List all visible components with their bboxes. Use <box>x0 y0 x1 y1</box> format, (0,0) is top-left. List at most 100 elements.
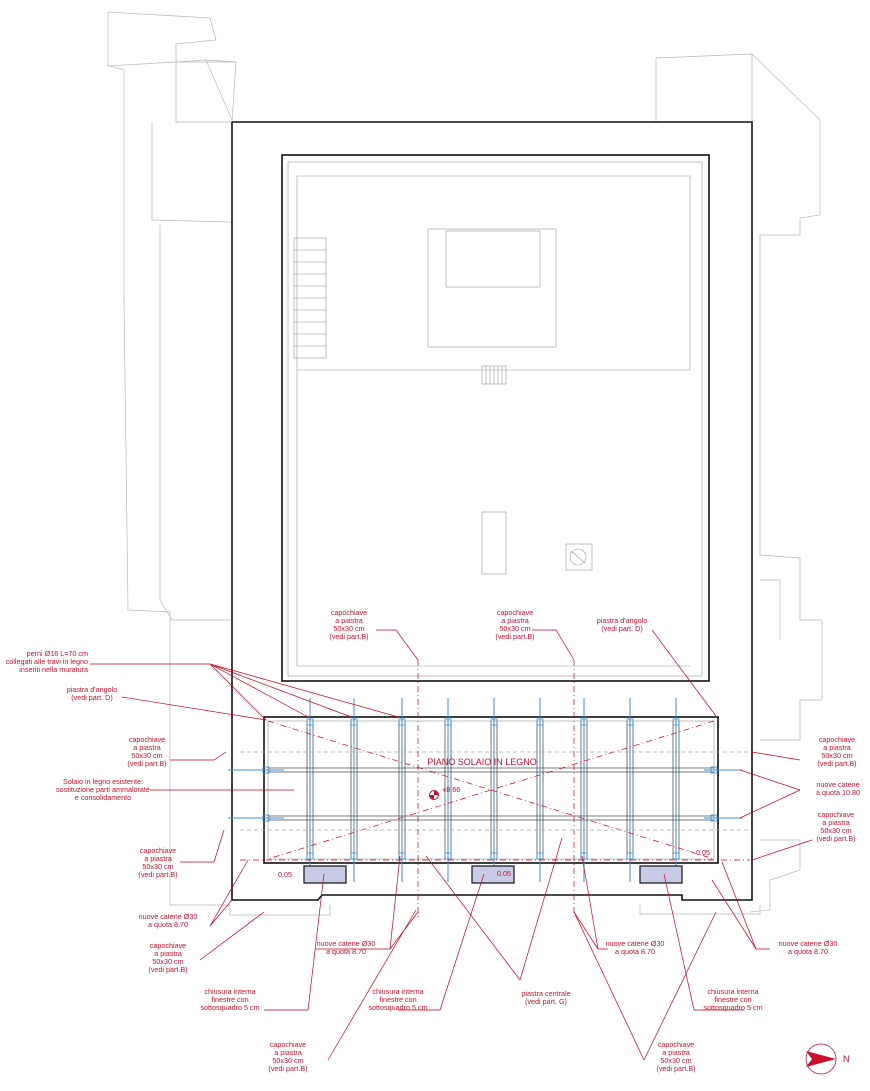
capochiave-bottom-right-1: capochiave <box>658 1040 694 1049</box>
catene-center-right-2: a quota 8.70 <box>615 947 655 956</box>
anchor-pin <box>306 718 314 726</box>
anchor-pin <box>672 718 680 726</box>
anchor-pin <box>580 718 588 726</box>
capochiave-left-lower-4: (vedi part.B) <box>138 870 177 879</box>
capochiave-right-upper-4: (vedi part.B) <box>817 759 856 768</box>
capochiave-left-upper-4: (vedi part.B) <box>127 759 166 768</box>
north-arrow-icon: N <box>805 1043 850 1075</box>
capochiave-left-upper-1: capochiave <box>129 735 165 744</box>
perni-line-3: inseriti nella muratura <box>19 665 88 674</box>
capochiave-top-left-2: a piastra <box>335 616 363 625</box>
chiusura-left-3: sottosquadro 5 cm <box>200 1003 259 1012</box>
capochiave-right-lower-1: capochiave <box>818 810 854 819</box>
chiusura-left-1: chiusura interna <box>204 987 255 996</box>
vent-grille <box>481 365 507 385</box>
anchor-pin <box>398 852 406 860</box>
capochiave-bottom-center-2: a piastra <box>274 1048 302 1057</box>
offset-left: 0.05 <box>278 870 292 879</box>
chiusura-center-2: finestre con <box>379 995 416 1004</box>
capochiave-top-center-3: 50x30 cm <box>499 624 530 633</box>
level-value: +8.66 <box>442 785 460 794</box>
catene-center-right-1: nuove catene Ø30 <box>606 939 665 948</box>
chiusura-center-3: sottosquadro 5 cm <box>368 1003 427 1012</box>
capochiave-top-left-1: capochiave <box>331 608 367 617</box>
catene-left-1: nuove catene Ø30 <box>139 912 198 921</box>
annotations: PIANO SOLAIO IN LEGNO +8.66 0.05 0.05 0.… <box>6 608 860 1073</box>
solaio-line-1: Solaio in legno esistente: <box>63 777 143 786</box>
floor-title: PIANO SOLAIO IN LEGNO <box>427 757 537 767</box>
capochiave-right-lower-4: (vedi part.B) <box>816 834 855 843</box>
catene-1080-2: a quota 10.80 <box>816 788 860 797</box>
capochiave-right-upper-1: capochiave <box>819 735 855 744</box>
catene-right-1: nuove catene Ø30 <box>779 939 838 948</box>
context-buildings <box>107 11 823 916</box>
capochiave-top-left-3: 50x30 cm <box>333 624 364 633</box>
tie-rods <box>228 769 742 819</box>
offset-center: 0.05 <box>497 869 511 878</box>
level-marker-icon <box>429 790 439 800</box>
piastra-centrale-1: piastra centrale <box>521 989 570 998</box>
capochiave-right-lower-2: a piastra <box>822 818 850 827</box>
anchor-pin <box>350 852 358 860</box>
perni-line-1: perni Ø16 L=70 cm <box>27 649 88 658</box>
capochiave-top-center-1: capochiave <box>497 608 533 617</box>
capochiave-bottom-left-3: 50x30 cm <box>152 957 183 966</box>
north-letter: N <box>843 1054 850 1064</box>
catene-right-2: a quota 8.70 <box>788 947 828 956</box>
catene-center-left-2: a quota 8.70 <box>326 947 366 956</box>
capochiave-right-lower-3: 50x30 cm <box>820 826 851 835</box>
anchor-pin <box>580 852 588 860</box>
piastra-centrale-2: (vedi part. G) <box>525 997 567 1006</box>
anchor-pin <box>444 852 452 860</box>
leader-lines <box>90 629 813 1061</box>
anchor-pin <box>626 852 634 860</box>
timber-floor <box>240 660 750 920</box>
capochiave-right-upper-2: a piastra <box>823 743 851 752</box>
chiusura-center-1: chiusura interna <box>372 987 423 996</box>
anchor-pin <box>626 718 634 726</box>
catene-left-2: a quota 8.70 <box>148 920 188 929</box>
anchor-pin <box>350 718 358 726</box>
anchor-pin <box>306 852 314 860</box>
capochiave-top-center-2: a piastra <box>501 616 529 625</box>
capochiave-left-lower-3: 50x30 cm <box>142 862 173 871</box>
chiusura-left-2: finestre con <box>211 995 248 1004</box>
building-outline <box>231 121 753 901</box>
catene-center-left-1: nuove catene Ø30 <box>317 939 376 948</box>
capochiave-bottom-right-4: (vedi part.B) <box>656 1064 695 1073</box>
anchor-pin <box>490 852 498 860</box>
capochiave-left-lower-1: capochiave <box>140 846 176 855</box>
capochiave-bottom-right-3: 50x30 cm <box>660 1056 691 1065</box>
capochiave-right-upper-3: 50x30 cm <box>821 751 852 760</box>
capochiave-bottom-right-2: a piastra <box>662 1048 690 1057</box>
piastra-angolo-left-2: (vedi part. D) <box>71 693 113 702</box>
anchor-pin <box>536 852 544 860</box>
anchor-pin <box>536 718 544 726</box>
capochiave-left-upper-2: a piastra <box>133 743 161 752</box>
chiusura-right-3: sottosquadro 5 cm <box>703 1003 762 1012</box>
chiusura-right-2: finestre con <box>714 995 751 1004</box>
capochiave-left-upper-3: 50x30 cm <box>131 751 162 760</box>
solaio-line-3: e consolidamento <box>75 793 131 802</box>
piastra-angolo-left-1: piastra d'angolo <box>67 685 118 694</box>
window-recesses <box>303 865 683 884</box>
capochiave-bottom-center-3: 50x30 cm <box>272 1056 303 1065</box>
capochiave-bottom-left-4: (vedi part.B) <box>148 965 187 974</box>
capochiave-bottom-left-2: a piastra <box>154 949 182 958</box>
anchor-pin <box>672 852 680 860</box>
capochiave-bottom-center-4: (vedi part.B) <box>268 1064 307 1073</box>
anchor-pin <box>490 718 498 726</box>
capochiave-bottom-center-1: capochiave <box>270 1040 306 1049</box>
capochiave-top-center-4: (vedi part.B) <box>495 632 534 641</box>
capochiave-bottom-left-1: capochiave <box>150 941 186 950</box>
piastra-angolo-right-1: piastra d'angolo <box>597 616 648 625</box>
chiusura-right-1: chiusura interna <box>707 987 758 996</box>
capochiave-left-lower-2: a piastra <box>144 854 172 863</box>
piastra-angolo-right-2: (vedi part. D) <box>601 624 643 633</box>
anchor-pin <box>398 718 406 726</box>
solaio-line-2: sostituzione parti ammalorate <box>56 785 150 794</box>
catene-1080-1: nuove catene <box>816 780 859 789</box>
staircase <box>293 237 327 359</box>
offset-right: 0.05 <box>696 848 710 857</box>
